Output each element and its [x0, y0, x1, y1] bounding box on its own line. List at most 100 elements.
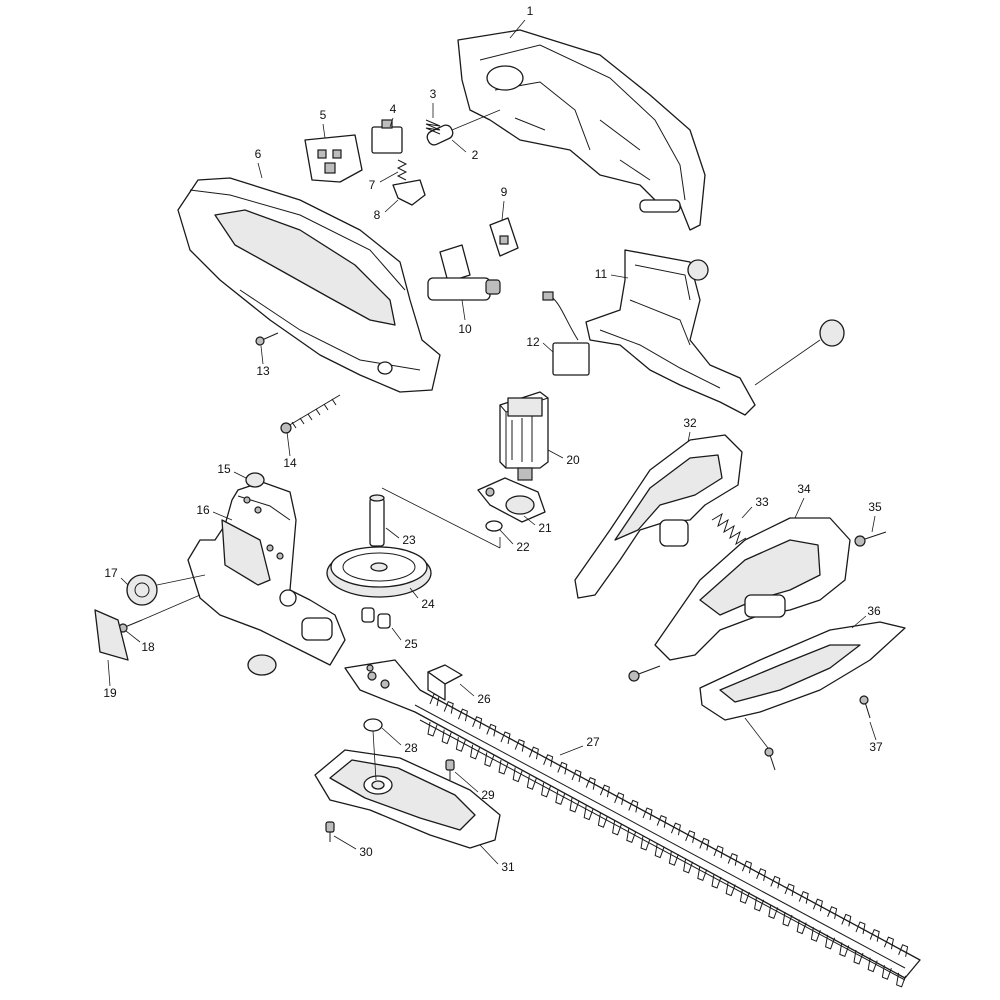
- part-shaft: [369, 494, 385, 547]
- callout-leader: [451, 139, 467, 153]
- callout-leader: [871, 515, 876, 533]
- part-spring-7: [396, 159, 408, 181]
- callout-leader: [381, 727, 402, 746]
- part-guard-cover: [699, 621, 906, 721]
- part-cover-plate: [94, 609, 129, 661]
- part-bumper-lower: [247, 654, 277, 676]
- part-control-panel: [304, 134, 363, 183]
- blade-tooth: [599, 784, 610, 798]
- callout-leader: [125, 630, 141, 643]
- callout-leader: [610, 274, 629, 279]
- blade-tooth: [784, 883, 795, 897]
- blade-tooth: [585, 776, 596, 790]
- part-front-guard: [574, 434, 743, 599]
- part-bottom-cover: [314, 730, 501, 849]
- blade-tooth: [713, 845, 724, 859]
- callout-11: 11: [595, 267, 608, 281]
- part-screw-18: [118, 594, 201, 633]
- part-screw-14: [280, 394, 341, 434]
- blade-tooth: [881, 965, 892, 980]
- blade-tooth: [543, 754, 554, 767]
- callout-leader: [286, 431, 291, 457]
- callout-8: 8: [374, 208, 381, 222]
- blade-tooth: [555, 790, 566, 806]
- callout-leader: [542, 342, 554, 353]
- callout-leader: [212, 511, 233, 521]
- callout-29: 29: [481, 788, 495, 802]
- blade-tooth: [685, 830, 696, 843]
- callout-4: 4: [390, 102, 397, 116]
- callout-17: 17: [104, 566, 118, 580]
- blade-tooth: [699, 837, 710, 851]
- part-spring-33: [711, 512, 747, 546]
- blade-tooth: [853, 949, 864, 965]
- part-guard-housing: [654, 517, 851, 661]
- callout-leader: [385, 527, 400, 539]
- blade-tooth: [810, 927, 821, 942]
- part-screw-13: [255, 332, 279, 346]
- blade-tooth: [514, 738, 525, 752]
- blade-tooth: [668, 851, 679, 866]
- callout-leader: [120, 577, 129, 586]
- blade-tooth: [839, 942, 850, 958]
- blade-tooth: [571, 769, 582, 783]
- blade-tooth: [614, 792, 625, 805]
- blade-tooth: [827, 906, 838, 919]
- blade-tooth: [640, 835, 651, 851]
- blade-tooth: [697, 866, 708, 882]
- blade-tooth: [557, 761, 568, 775]
- blade-tooth: [569, 797, 580, 813]
- part-motor-plate: [477, 477, 546, 523]
- callout-16: 16: [196, 503, 210, 517]
- blade-tooth: [541, 782, 552, 798]
- callout-leader: [523, 515, 536, 526]
- blade-tooth: [597, 813, 608, 828]
- blade-tooth: [500, 731, 511, 745]
- callout-3: 3: [430, 87, 437, 101]
- callout-22: 22: [516, 540, 530, 554]
- callout-7: 7: [369, 178, 376, 192]
- callout-20: 20: [566, 453, 580, 467]
- part-bushings: [361, 607, 391, 629]
- part-washer-22: [485, 520, 503, 532]
- blade-tooth: [455, 737, 466, 752]
- callout-leader: [794, 497, 805, 519]
- part-gear-housing: [187, 481, 346, 666]
- blade-tooth: [470, 744, 481, 760]
- blade-tooth: [739, 889, 750, 904]
- blade-tooth: [812, 898, 823, 912]
- blade-tooth: [441, 729, 452, 745]
- callout-leader: [509, 19, 526, 39]
- callout-leader: [107, 659, 111, 687]
- part-screw-guard-lower: [628, 665, 661, 682]
- callout-leader: [233, 471, 247, 479]
- part-spring-small: [425, 119, 441, 135]
- callout-28: 28: [404, 741, 418, 755]
- blade-tooth: [472, 716, 483, 729]
- blade-tooth: [825, 934, 836, 950]
- callout-leader: [333, 835, 357, 850]
- callout-19: 19: [103, 686, 117, 700]
- callout-2: 2: [472, 148, 479, 162]
- callout-leader: [687, 431, 691, 443]
- blade-tooth: [770, 875, 781, 889]
- part-terminal-block: [489, 217, 519, 257]
- callout-6: 6: [255, 147, 262, 161]
- blade-tooth: [841, 913, 852, 927]
- part-motor: [499, 391, 549, 481]
- callout-18: 18: [141, 640, 155, 654]
- callout-leader: [322, 123, 326, 139]
- blade-tooth: [798, 890, 809, 904]
- part-blade: [344, 659, 921, 988]
- callout-leader: [499, 529, 514, 545]
- blade-tooth: [612, 820, 623, 836]
- part-gear: [326, 546, 432, 598]
- callout-leader: [479, 844, 499, 865]
- blade-tooth: [782, 911, 793, 927]
- blade-tooth: [457, 708, 468, 722]
- blade-tooth: [427, 721, 438, 737]
- blade-tooth: [896, 972, 907, 988]
- part-screw-37: [859, 695, 871, 719]
- callout-27: 27: [586, 735, 600, 749]
